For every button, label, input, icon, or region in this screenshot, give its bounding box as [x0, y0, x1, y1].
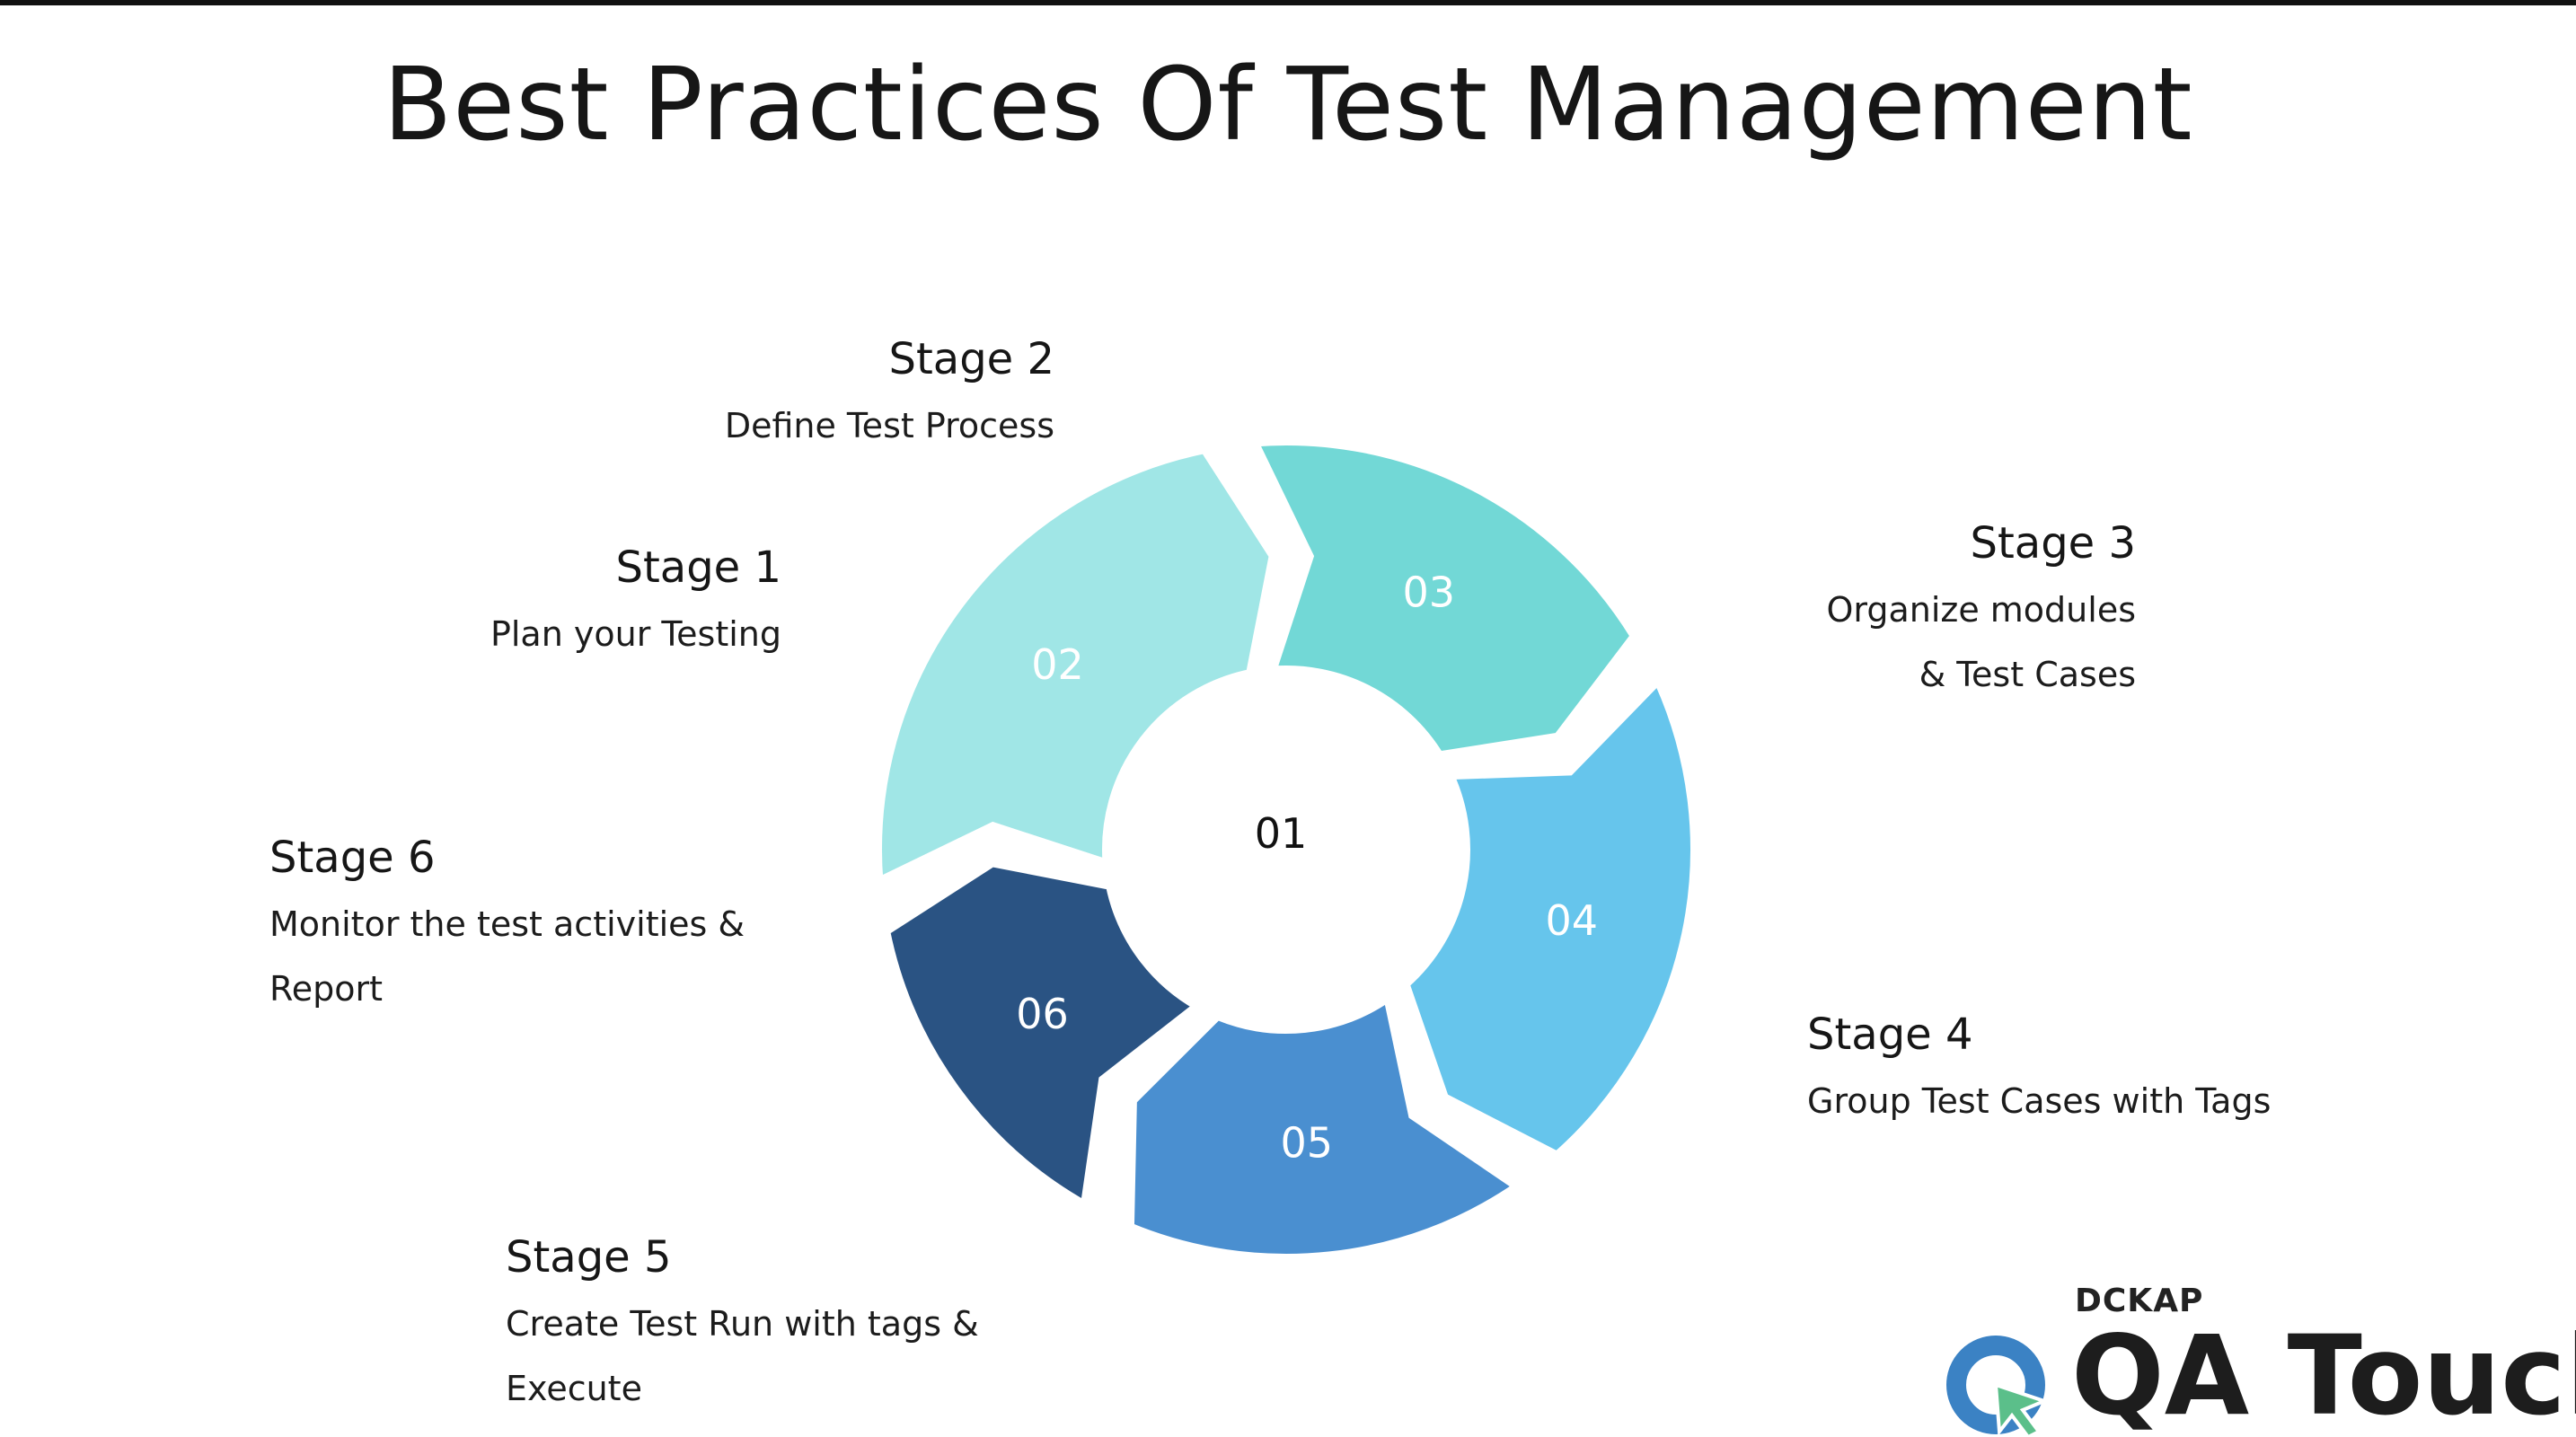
- stage-6-desc-line-1: Monitor the test activities &: [269, 904, 745, 944]
- cycle-segment-label-03: 03: [1403, 569, 1456, 617]
- stage-6-title: Stage 6: [269, 833, 436, 883]
- dckap-brand-text: DCKAP: [2075, 1283, 2204, 1319]
- stage-4-title: Stage 4: [1807, 1009, 1973, 1060]
- stage-3-desc: Organize modules & Test Cases: [1826, 577, 2136, 707]
- cycle-segment-03: [1247, 436, 1641, 761]
- cycle-segment-label-06: 06: [1016, 990, 1069, 1038]
- cycle-segment-05: [1125, 990, 1526, 1263]
- stage-6-desc-line-2: Report: [269, 969, 383, 1009]
- cycle-center-label: 01: [1255, 809, 1308, 858]
- stage-2-desc: Define Test Process: [725, 393, 1054, 458]
- stage-1-desc-line-1: Plan your Testing: [490, 614, 781, 654]
- cycle-segment-label-02: 02: [1031, 640, 1084, 689]
- stage-5-desc-line-1: Create Test Run with tags &: [506, 1304, 979, 1344]
- stage-1-title: Stage 1: [615, 542, 782, 593]
- stage-1-block: Stage 1 Plan your Testing: [490, 541, 781, 666]
- stage-5-block: Stage 5 Create Test Run with tags & Exec…: [506, 1230, 979, 1421]
- qa-touch-logo-icon: [1946, 1336, 2050, 1437]
- stage-4-block: Stage 4 Group Test Cases with Tags: [1807, 1008, 2271, 1133]
- stage-2-desc-line-1: Define Test Process: [724, 406, 1054, 445]
- cycle-segment-06: [880, 858, 1206, 1212]
- stage-4-desc: Group Test Cases with Tags: [1807, 1069, 2271, 1133]
- stage-2-block: Stage 2 Define Test Process: [725, 332, 1054, 458]
- cycle-segment-02: [872, 444, 1278, 889]
- qa-touch-product-text: QA Touch: [2071, 1312, 2576, 1437]
- stage-1-desc: Plan your Testing: [490, 602, 781, 666]
- top-rule: [0, 0, 2576, 5]
- stage-3-desc-line-2: & Test Cases: [1919, 655, 2136, 694]
- stage-6-block: Stage 6 Monitor the test activities & Re…: [269, 831, 745, 1021]
- stage-2-title: Stage 2: [888, 334, 1055, 384]
- cycle-center-circle: [1112, 675, 1460, 1024]
- stage-3-desc-line-1: Organize modules: [1826, 590, 2136, 630]
- page-title: Best Practices Of Test Management: [383, 47, 2193, 163]
- stage-3-title: Stage 3: [1970, 518, 2137, 569]
- stage-4-desc-line-1: Group Test Cases with Tags: [1807, 1081, 2272, 1121]
- stage-5-desc: Create Test Run with tags & Execute: [506, 1292, 979, 1421]
- cycle-segment-label-04: 04: [1546, 896, 1599, 945]
- stage-3-block: Stage 3 Organize modules & Test Cases: [1826, 516, 2136, 707]
- stage-5-title: Stage 5: [506, 1232, 672, 1283]
- stage-5-desc-line-2: Execute: [506, 1369, 642, 1408]
- cycle-segment-04: [1399, 672, 1699, 1161]
- cycle-segment-label-05: 05: [1281, 1119, 1334, 1168]
- stage-6-desc: Monitor the test activities & Report: [269, 892, 745, 1021]
